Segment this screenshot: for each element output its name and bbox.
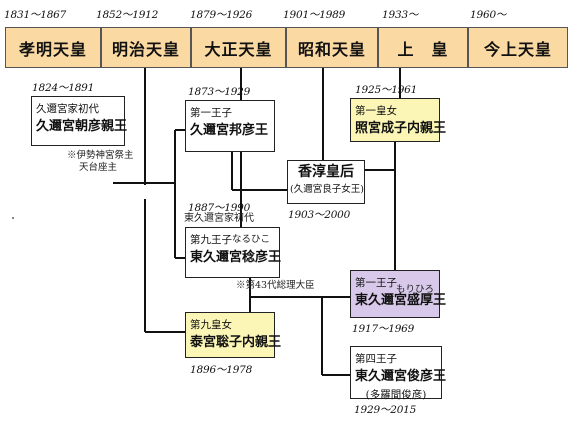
kuninori-years: 1873～1929 — [188, 86, 251, 98]
morihiro-name: 東久邇宮盛厚王 — [355, 293, 447, 308]
asahiko-note-2: 天台座主 — [79, 162, 118, 173]
shigeko-years: 1925～1961 — [355, 84, 418, 96]
morihiro-title: 第一王子 — [355, 277, 397, 289]
emperor-box-showa: 昭和天皇 — [286, 27, 378, 68]
toshiko-years: 1896～1978 — [190, 364, 253, 376]
shigeko-title: 第一皇女 — [355, 105, 397, 117]
emperor-years-kinjo: 1960～ — [470, 9, 507, 21]
emperor-box-meiji: 明治天皇 — [101, 27, 191, 68]
emperor-years-komei: 1831～1867 — [4, 9, 67, 21]
person-box-toshiko: 第九皇女 泰宮聡子内親王 — [185, 312, 282, 358]
emperor-box-taisho: 大正天皇 — [191, 27, 286, 68]
emperor-years-taisho: 1879～1926 — [190, 9, 253, 21]
asahiko-years: 1824～1891 — [32, 82, 95, 94]
emperor-years-meiji: 1852～1912 — [96, 9, 159, 21]
morihiro-years: 1917～1969 — [352, 323, 415, 335]
person-box-naruhiko: 第九王子 東久邇宮稔彦王 — [185, 227, 282, 278]
kojun-maiden-name: (久邇宮良子女王) — [290, 184, 364, 195]
asahiko-name: 久邇宮朝彦親王 — [36, 119, 128, 134]
naruhiko-name: 東久邇宮稔彦王 — [190, 250, 282, 265]
naruhiko-note: ※第43代総理大臣 — [236, 280, 315, 291]
toshihiko-other-name: (多羅間俊彦) — [365, 389, 427, 401]
toshiko-title: 第九皇女 — [190, 319, 232, 331]
shigeko-name: 照宮成子内親王 — [355, 121, 447, 136]
toshihiko-title: 第四王子 — [355, 353, 397, 365]
person-box-asahiko: 久邇宮家初代 久邇宮朝彦親王 — [31, 96, 128, 146]
person-box-shigeko: 第一皇女 照宮成子内親王 — [350, 98, 447, 142]
kojun-years: 1903～2000 — [288, 209, 351, 221]
emperor-years-showa: 1901～1989 — [283, 9, 346, 21]
naruhiko-house: 東久邇宮家初代 — [184, 213, 254, 224]
kuninori-title: 第一王子 — [190, 107, 232, 119]
kojun-name: 香淳皇后 — [298, 164, 354, 180]
person-box-kojun: 香淳皇后 (久邇宮良子女王) — [287, 160, 365, 204]
person-box-kuninori: 第一王子 久邇宮邦彦王 — [185, 100, 275, 152]
person-box-toshihiko: 第四王子 東久邇宮俊彦王 (多羅間俊彦) — [350, 346, 447, 401]
naruhiko-title: 第九王子 — [190, 234, 232, 246]
emperor-box-komei: 孝明天皇 — [5, 27, 101, 68]
emperor-box-kinjo: 今上天皇 — [468, 27, 568, 68]
toshihiko-years: 1929～2015 — [354, 404, 417, 416]
emperor-box-joko: 上 皇 — [378, 27, 468, 68]
kuninori-name: 久邇宮邦彦王 — [190, 123, 269, 138]
naruhiko-years: 1887～1990 — [188, 202, 251, 214]
toshiko-name: 泰宮聡子内親王 — [190, 335, 282, 350]
morihiro-ruby: もりひろ — [396, 284, 435, 295]
naruhiko-ruby: なるひこ — [232, 234, 271, 245]
emperor-years-joko: 1933～ — [382, 9, 419, 21]
toshihiko-name: 東久邇宮俊彦王 — [355, 369, 447, 384]
person-box-morihiro: 第一王子 東久邇宮盛厚王 — [350, 270, 447, 318]
asahiko-title: 久邇宮家初代 — [36, 103, 99, 115]
asahiko-note-1: ※伊勢神宮祭主 — [67, 150, 134, 161]
